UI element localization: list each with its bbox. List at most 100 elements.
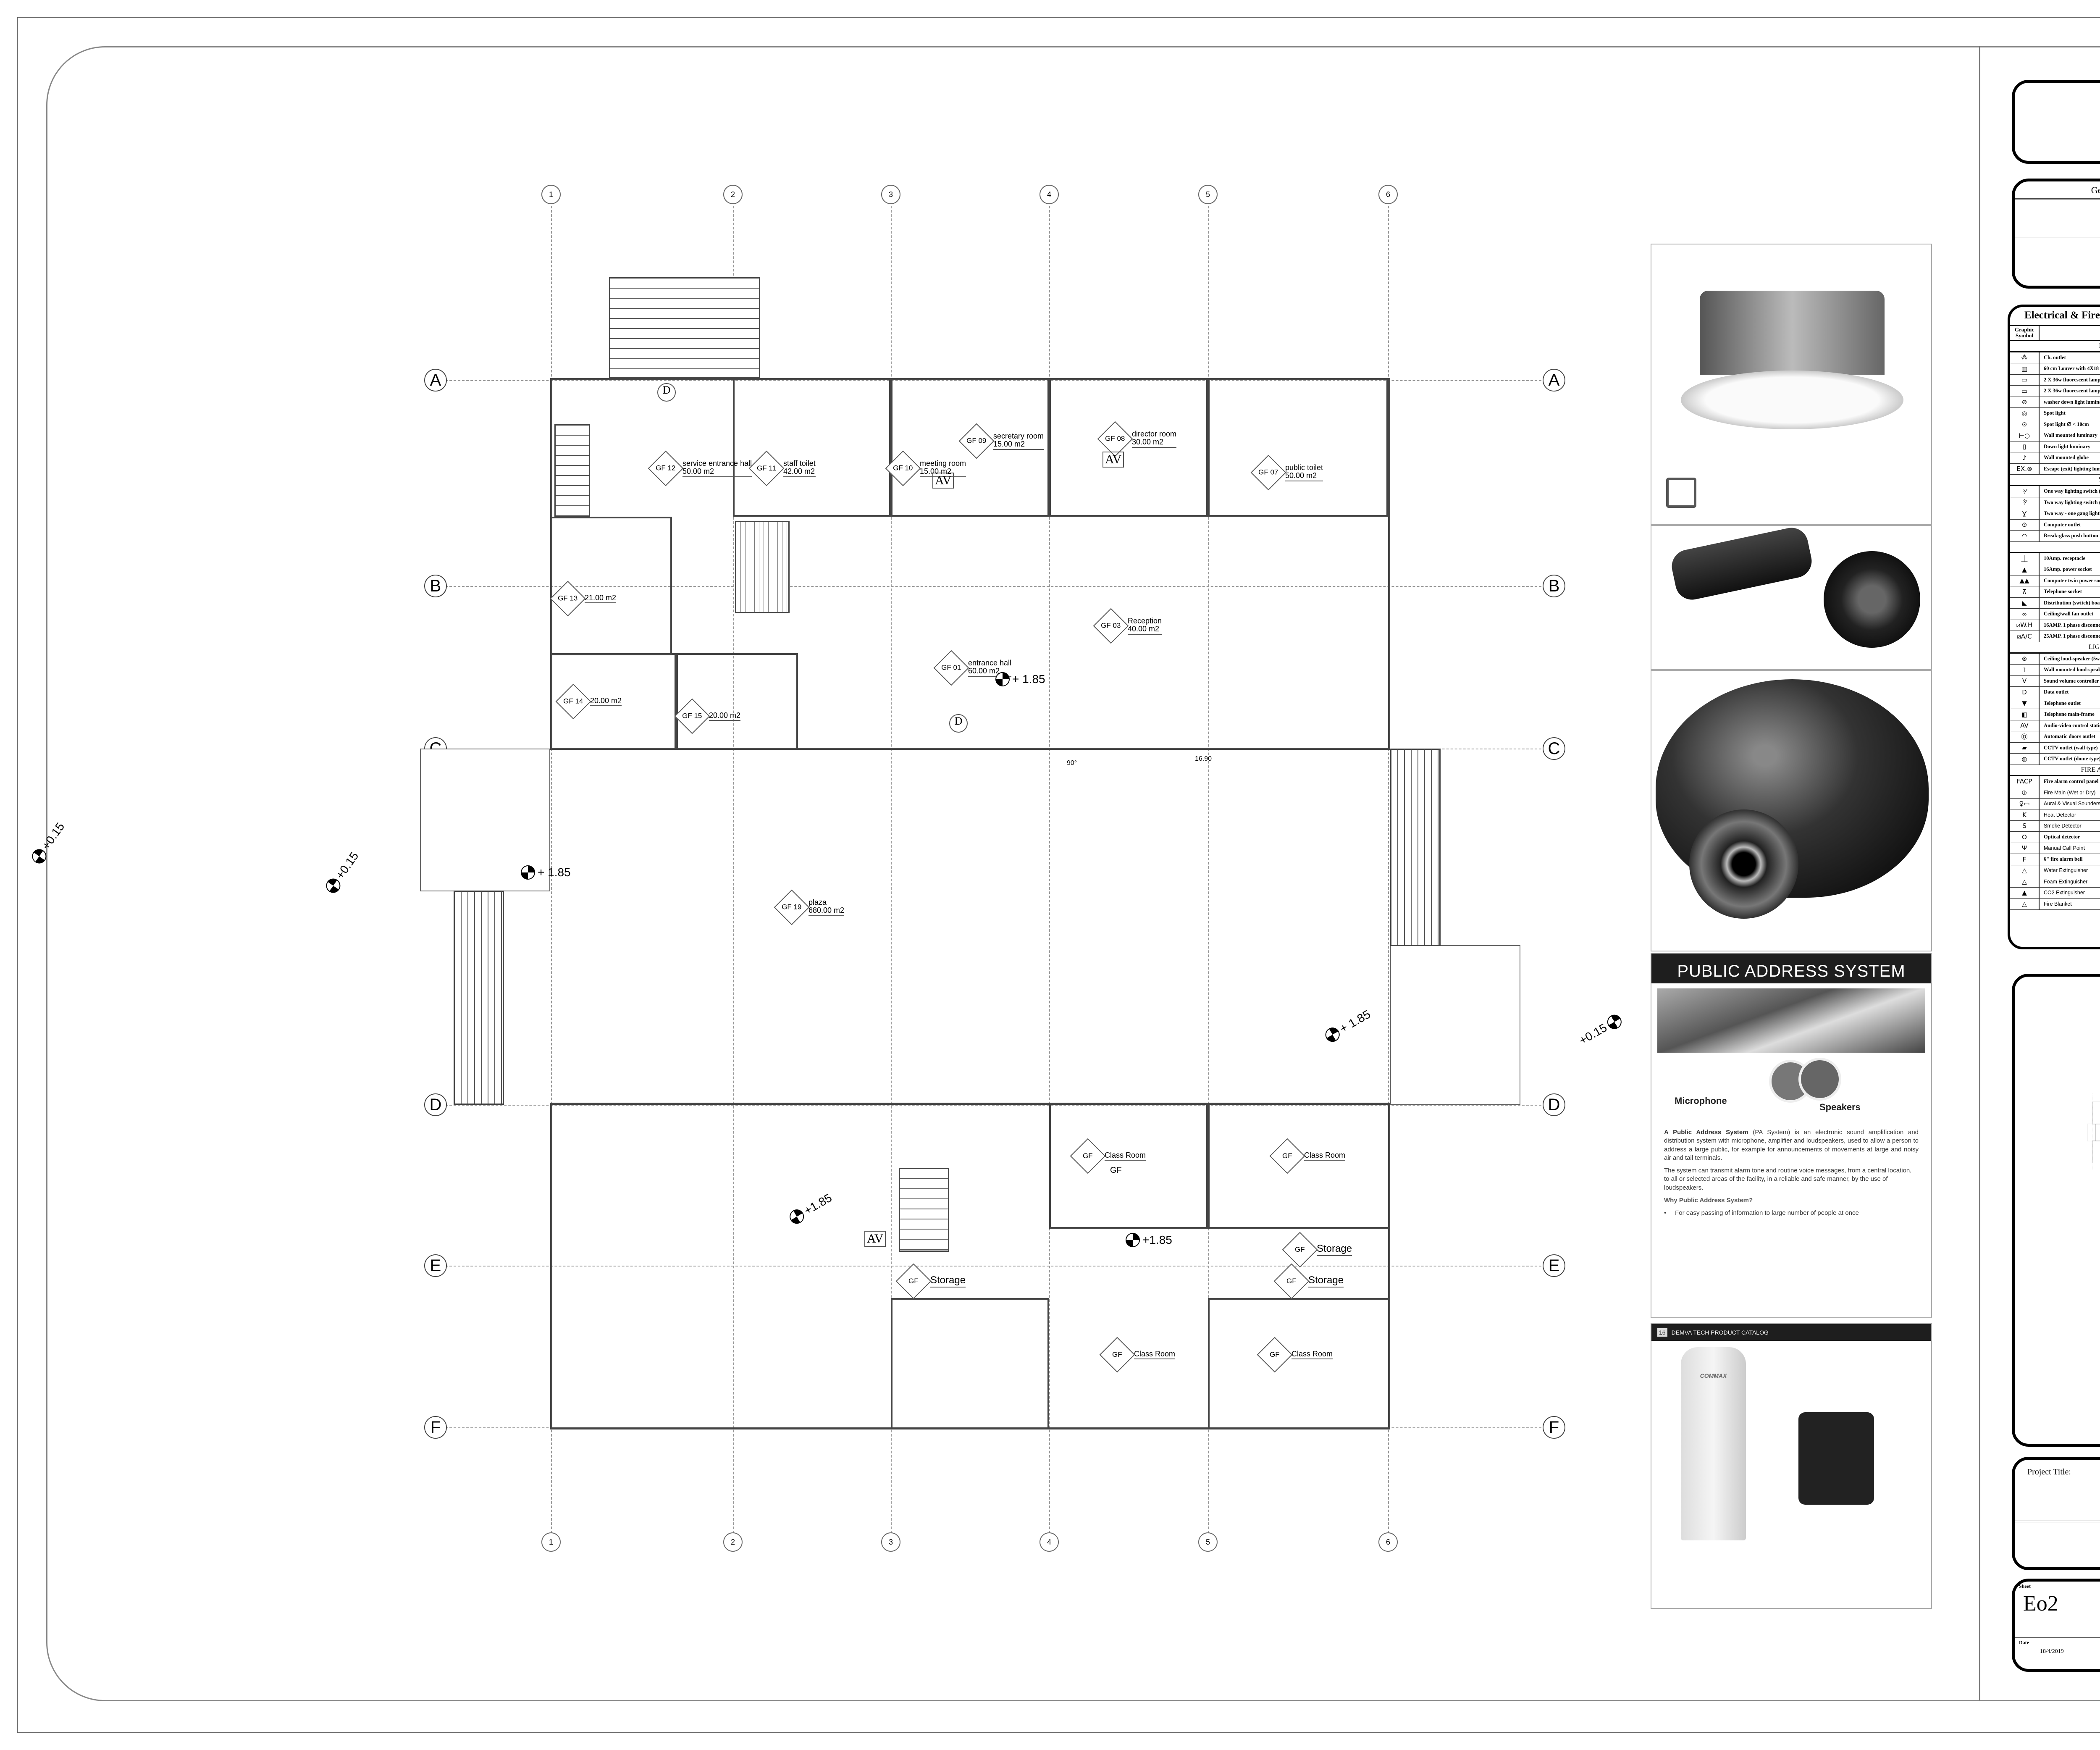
chandelier-outlet-icon: ⁂ [2010,352,2040,363]
grid-bubble-row-A-right: A [1543,369,1565,392]
room-tag-storage-west[interactable]: GF Storage [895,1263,966,1299]
public-toilet-walls [1208,378,1388,517]
legend-row: ◠ Break-glass push button [2010,531,2100,542]
brochure-title: PUBLIC ADDRESS SYSTEM [1651,954,1931,983]
grid-bubble-row-A: A [424,369,447,392]
legend-row: ⦶Fire Main (Wet or Dry) [2010,787,2100,799]
ceiling-speaker-photo [1651,244,1932,525]
grid-line-B [445,586,1546,587]
fire-main-icon: ⦶ [2010,787,2040,798]
room-tag-storage-2[interactable]: GF Storage [1273,1263,1344,1299]
legend-row: ∞Ceiling/wall fan outlet [2010,609,2100,620]
legend-description: washer down light luminary with 2X13 wat… [2044,399,2100,405]
room-number-diamond: GF [1273,1263,1310,1299]
room-number-diamond: GF 13 [550,581,586,617]
legend-row: ⊢○ Wall mounted luminary [2010,430,2100,441]
legend-row: EX.⊗Escape (exit) lighting luminary [2010,463,2100,475]
room-tag-classroom-2[interactable]: GF Class Room [1269,1138,1346,1174]
grid-line-E [445,1266,1546,1267]
break-glass-icon: ◠ [2010,531,2040,541]
legend-description: Computer twin power sockets fed form UPS [2044,577,2100,583]
legend-description: Audio-video control station [2044,722,2100,728]
room-tag-classroom-1[interactable]: GF Class Room [1070,1138,1146,1174]
room-tag-gf14[interactable]: GF 14 20.00 m2 [555,683,622,720]
room-area: 60.00 m2 [968,667,1000,675]
fan-outlet-icon: ∞ [2010,609,2040,620]
grid-bubble-col-4: 4 [1040,185,1059,204]
grid-line-D [445,1105,1546,1106]
distribution-board-icon: ◣ [2010,597,2040,609]
legend-row: ⍑Wall mounted loud-speaker (10watt) [2010,665,2100,676]
legend-row: ♀▭Aural & Visual Sounders [2010,798,2100,810]
room-name: public toilet [1285,463,1323,472]
legend-description: Data outlet [2044,689,2069,695]
legend-description: Wall mounted luminary [2044,432,2097,439]
dimension-label: 16.90 [1195,755,1212,762]
level-marker-icon [1126,1233,1140,1247]
room-number-diamond: GF [1257,1337,1293,1373]
room-number-diamond: GF 19 [774,889,810,925]
room-name: Storage [930,1274,966,1286]
legend-description: Break-glass push button [2044,533,2098,539]
room-area: 20.00 m2 [709,711,741,720]
receptacle-10a-icon: ⏊ [2010,553,2040,564]
legend-row: ▯Down light luminary [2010,441,2100,453]
legend-row: ▲CO2 Extinguisher [2010,887,2100,899]
orphan-gf-label: GF [1110,1166,1122,1175]
legend-box: Electrical & Fire Alarm Systems Legend G… [2008,305,2100,949]
legend-row: ▭2 X 36w fluorescent lamps (surface lumi… [2010,374,2100,386]
speaker-body-icon [1700,291,1885,375]
room-name: entrance hall [968,659,1012,667]
legend-row: ⊘ washer down light luminary with 2X13 wa… [2010,397,2100,408]
mic-speaker-image: Microphone Speakers [1651,1058,1931,1121]
data-outlet-icon: D [2010,687,2040,698]
legend-description: Spot light [2044,410,2066,416]
wall-luminary-icon: ⊢○ [2010,430,2040,441]
wall-globe-icon: ♪ [2010,452,2040,463]
water-extinguisher-icon: △ [2010,865,2040,876]
room-number-diamond: GF 14 [555,683,591,720]
room-number-diamond: GF [1099,1337,1135,1373]
legend-row: ◣Distribution (switch) board [2010,597,2100,609]
legend-header: Graphic Symbol DESCRIPTION [2010,326,2100,341]
legend-description: 10Amp. receptacle [2044,555,2086,561]
legend-description: Foam Extinguisher [2044,878,2088,885]
legend-description: Computer outlet [2044,521,2081,528]
microphone-label: Microphone [1675,1096,1727,1106]
legend-description: Fire Blanket [2044,901,2072,907]
wifi-badge-icon [1666,478,1696,508]
level-mark-corridor: +1.85 [1126,1233,1172,1247]
legend-row: △Foam Extinguisher [2010,876,2100,888]
room-tag-gf13[interactable]: GF 13 21.00 m2 [550,581,617,617]
room-tag-classroom-4[interactable]: GF Class Room [1257,1337,1333,1373]
room-tag-gf15[interactable]: GF 15 20.00 m2 [674,698,741,734]
legend-description: CCTV outlet (wall type) [2044,744,2098,751]
level-mark-plaza-east: + 1.85 [1323,1007,1373,1045]
washer-downlight-icon: ⊘ [2010,397,2040,408]
staff-toilet-walls [733,378,891,517]
room-tag-storage-1[interactable]: GF Storage [1282,1232,1352,1268]
grid-bubble-col-5-bottom: 5 [1198,1532,1218,1552]
legend-description: 25AMP. 1 phase disconnect switch for Air… [2044,633,2100,639]
room-name: Class Room [1304,1151,1346,1159]
room-name: Class Room [1105,1151,1146,1159]
auto-door-outlet-icon: D [949,714,968,733]
legend-row: ⊼Telephone socket [2010,586,2100,598]
room-number-diamond: GF 15 [674,698,710,734]
grid-bubble-row-E-right: E [1543,1254,1565,1277]
legend-row: ⊙Computer outlet [2010,519,2100,531]
floor-plan[interactable]: 1 2 3 4 5 6 1 2 3 4 5 6 A B C D E F A B … [0,0,1624,1680]
grid-bubble-row-D-right: D [1543,1093,1565,1116]
room-tag-classroom-3[interactable]: GF Class Room [1099,1337,1176,1373]
legend-description: Aural & Visual Sounders [2044,801,2100,807]
